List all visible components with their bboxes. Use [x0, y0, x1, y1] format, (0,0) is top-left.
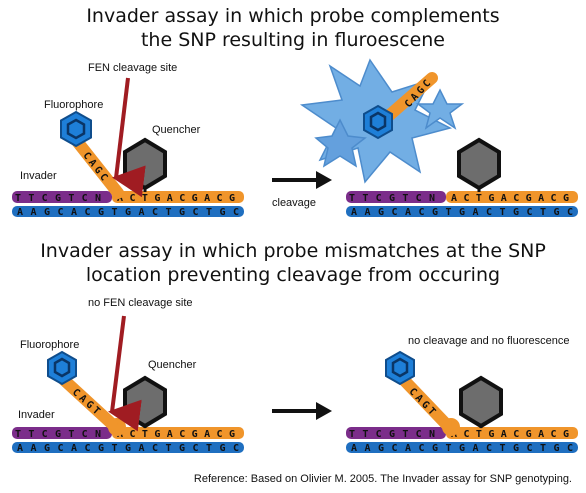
- no-fluorescence-label: no cleavage and no fluorescence: [408, 335, 569, 347]
- invader-label: Invader: [18, 409, 55, 421]
- fen-cleavage-arrow: [112, 77, 146, 198]
- template-sequence: AAGCACGTGACTGCTGC: [17, 443, 239, 454]
- template-strand: [12, 442, 244, 453]
- template-sequence: AAGCACGTGACTGCTGC: [17, 207, 239, 218]
- no-cleavage-arrow: [108, 315, 142, 432]
- quencher-hexagon-icon: [459, 375, 503, 429]
- quencher-label: Quencher: [152, 124, 201, 136]
- no-fen-cleavage-site-label: no FEN cleavage site: [88, 297, 193, 309]
- svg-text:CAGT: CAGT: [70, 387, 104, 419]
- top-right-panel: CAGC AAGCACGTGACTGCTGC TTCGTCN ACTGACGAC…: [299, 58, 578, 218]
- template-strand: [346, 442, 578, 453]
- invader-strand: [346, 427, 446, 439]
- title-bottom-line1: Invader assay in which probe mismatches …: [40, 240, 546, 262]
- probe-flap-arm: [70, 134, 124, 199]
- invader-strand: [12, 191, 112, 203]
- invader-sequence: TTCGTCN: [15, 429, 101, 440]
- invader-sequence: TTCGTCN: [15, 193, 101, 204]
- title-top-line1: Invader assay in which probe complements: [86, 5, 499, 27]
- template-sequence: AAGCACGTGACTGCTGC: [351, 207, 573, 218]
- template-strand: [12, 206, 244, 217]
- title-bottom-line2: location preventing cleavage from occuri…: [86, 264, 500, 286]
- fluorophore-hexagon-icon: [47, 350, 77, 386]
- invader-sequence: TTCGTCN: [349, 429, 435, 440]
- quencher-label: Quencher: [148, 359, 197, 371]
- probe-flap-arm: [58, 374, 118, 430]
- quencher-hexagon-icon: [457, 137, 501, 191]
- probe-flap-arm: [396, 372, 452, 430]
- invader-label: Invader: [20, 170, 57, 182]
- invader-strand: [12, 427, 112, 439]
- fen-cleavage-site-label: FEN cleavage site: [88, 62, 177, 74]
- probe-strand: [112, 427, 244, 439]
- invader-strand: [346, 191, 446, 203]
- fluorophore-hexagon-icon: [385, 350, 415, 386]
- top-left-panel: FEN cleavage site Fluorophore Quencher I…: [12, 62, 244, 218]
- fluorophore-label: Fluorophore: [44, 99, 103, 111]
- reference-text: Reference: Based on Olivier M. 2005. The…: [194, 473, 572, 485]
- template-sequence: AAGCACGTGACTGCTGC: [351, 443, 573, 454]
- result-arrow-group: [272, 402, 332, 420]
- template-strand: [346, 206, 578, 217]
- fluorophore-label: Fluorophore: [20, 339, 79, 351]
- invader-sequence: TTCGTCN: [349, 193, 435, 204]
- probe-strand: [446, 191, 578, 203]
- probe-strand: [446, 427, 578, 439]
- quencher-hexagon-icon: [123, 137, 167, 191]
- cleavage-arrow-group: cleavage: [272, 171, 332, 209]
- cleavage-label: cleavage: [272, 197, 316, 209]
- bottom-right-panel: no cleavage and no fluorescence AAGCACGT…: [346, 335, 578, 454]
- flap-sequence: CAGT: [70, 387, 104, 419]
- fluorophore-hexagon-icon: [60, 110, 92, 148]
- bottom-left-panel: no FEN cleavage site Fluorophore Quenche…: [12, 297, 244, 454]
- quencher-hexagon-icon: [123, 375, 167, 429]
- fluorophore-hexagon-icon: [363, 104, 393, 140]
- title-top-line2: the SNP resulting in fluroescene: [141, 29, 445, 51]
